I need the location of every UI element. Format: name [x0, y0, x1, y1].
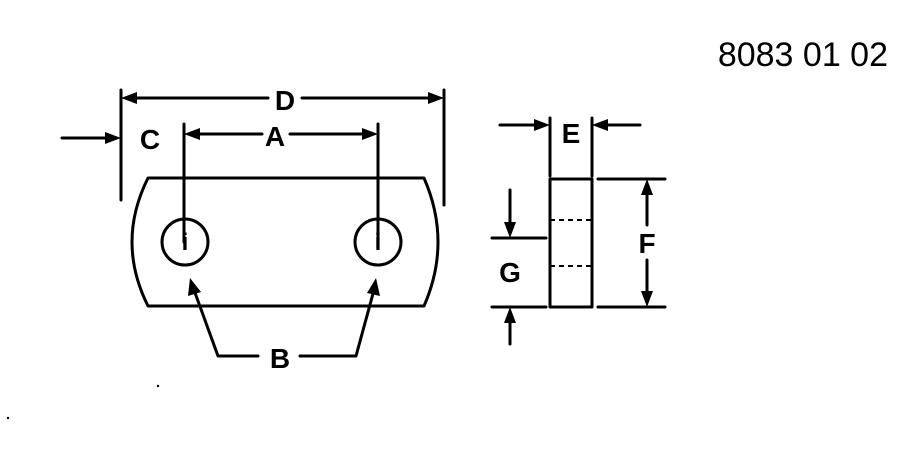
label-a: A	[265, 121, 285, 152]
dimension-g	[490, 188, 548, 346]
label-b: B	[270, 343, 290, 374]
dimension-e	[498, 116, 642, 178]
label-e: E	[562, 118, 581, 149]
dimension-d	[119, 88, 446, 207]
dimension-c	[60, 132, 121, 144]
plate-outline	[130, 176, 440, 308]
label-g: G	[499, 257, 521, 288]
scan-speck	[6, 416, 10, 420]
dimension-a	[182, 122, 380, 244]
leader-b	[188, 278, 380, 358]
label-c: C	[140, 124, 160, 155]
part-number: 8083 01 02	[717, 36, 888, 74]
dimension-f	[596, 177, 667, 309]
label-f: F	[638, 228, 655, 259]
scan-speck	[156, 384, 160, 388]
side-view-body	[548, 177, 594, 309]
label-d: D	[275, 85, 295, 116]
